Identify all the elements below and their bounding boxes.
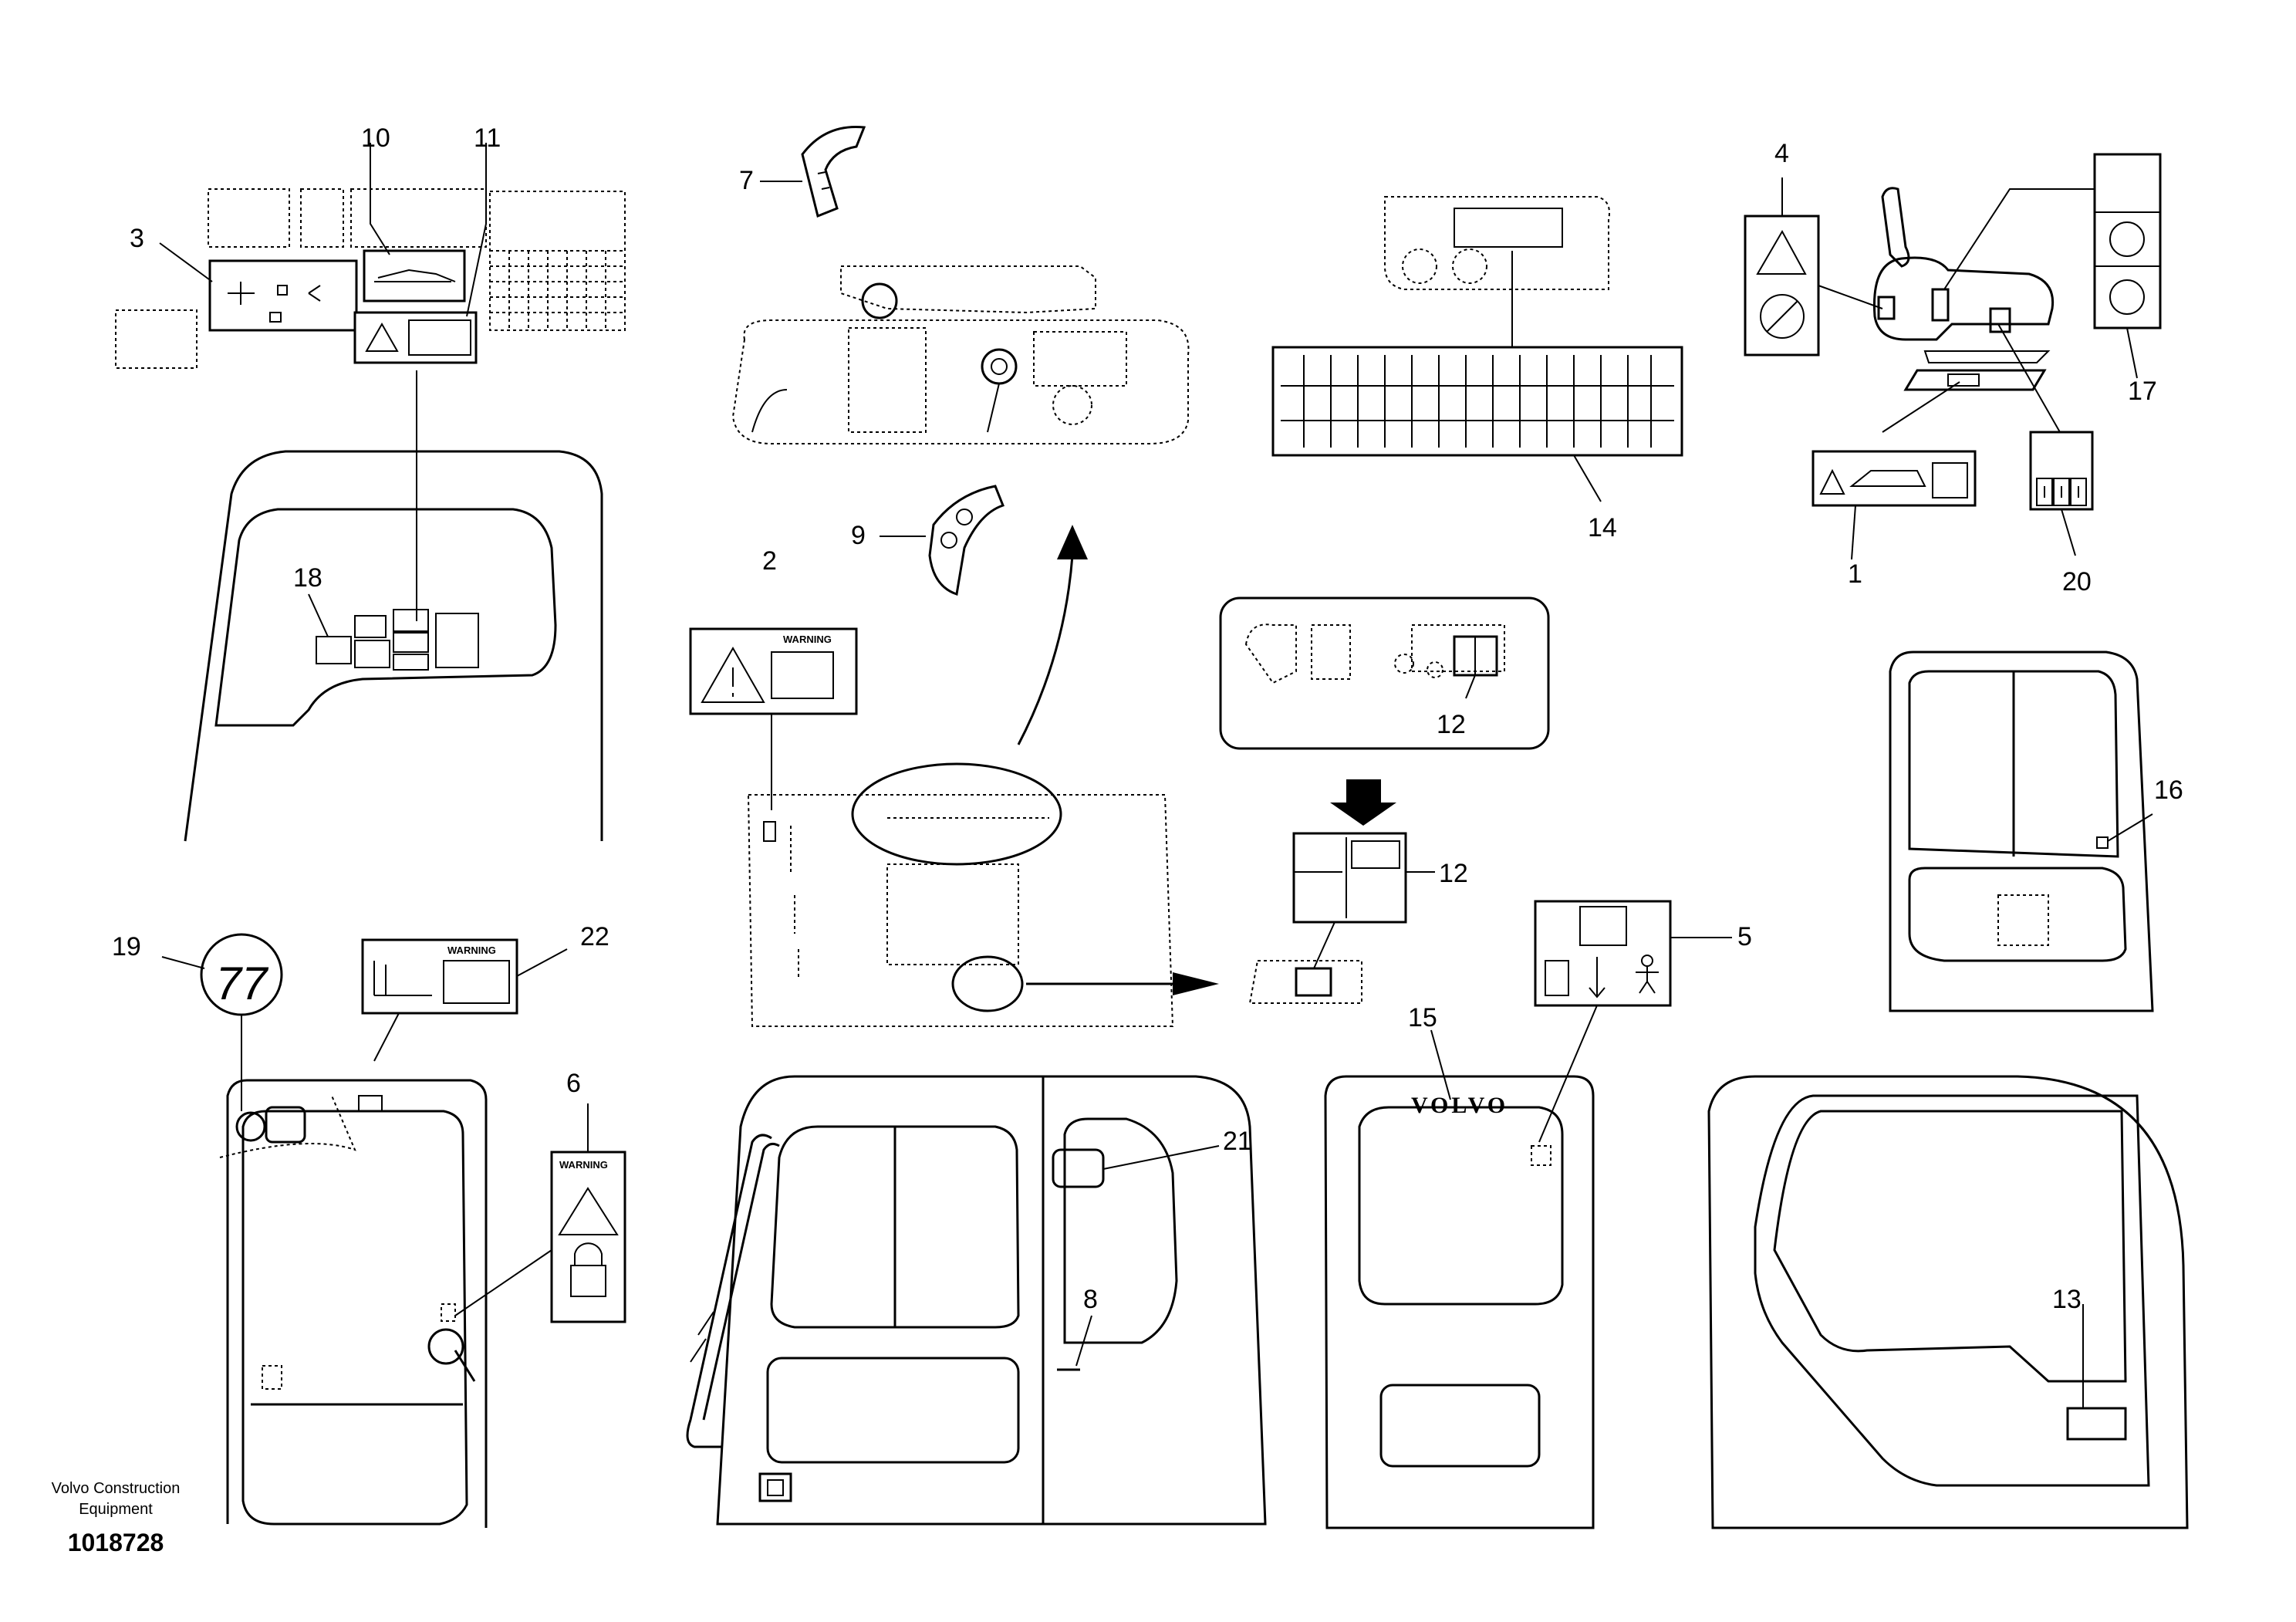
joystick-group [1744, 153, 2162, 560]
footer: Volvo Construction Equipment 1018728 [52, 1480, 181, 1556]
decal-10 [363, 249, 466, 302]
warning-text: WARNING [559, 1159, 608, 1171]
decal-7 [801, 125, 866, 218]
rear-window-group [115, 143, 626, 842]
callout-14: 14 [1588, 513, 1617, 542]
decal-18-cluster [316, 609, 479, 671]
callout-7: 7 [739, 166, 754, 195]
callout-22: 22 [580, 922, 609, 951]
callout-20: 20 [2062, 567, 2092, 596]
company-line-2: Equipment [79, 1501, 153, 1518]
drawing-number: 1018728 [68, 1529, 164, 1556]
callout-21: 21 [1223, 1127, 1252, 1156]
callout-19: 19 [112, 932, 141, 961]
callout-11: 11 [474, 123, 501, 153]
decal-6: WARNING [550, 1151, 626, 1323]
decal-3 [208, 259, 358, 332]
callout-2: 2 [762, 546, 777, 576]
far-right-door [1707, 1075, 2189, 1529]
decal-12 [1292, 832, 1407, 924]
company-line-1: Volvo Construction [52, 1480, 181, 1497]
callout-12-top: 12 [1437, 710, 1466, 739]
volvo-logo: VOLVO [1411, 1093, 1508, 1118]
callout-17: 17 [2128, 377, 2157, 406]
left-door [219, 1079, 488, 1528]
callout-1: 1 [1848, 559, 1862, 589]
right-door [1889, 650, 2154, 1012]
decal-19: 77 [200, 933, 283, 1016]
warning-text: WARNING [447, 944, 496, 956]
decal-14 [1271, 346, 1683, 457]
decal-2: WARNING [689, 627, 858, 715]
callout-3: 3 [130, 224, 144, 253]
console-group: WARNING [689, 125, 1219, 1027]
decal-1 [1811, 450, 1977, 507]
callout-10: 10 [361, 123, 390, 153]
callout-6: 6 [566, 1069, 581, 1098]
callout-8: 8 [1083, 1285, 1098, 1314]
decal-22: WARNING [361, 938, 518, 1015]
left-door-group: 77 WARNING W [161, 933, 626, 1528]
decal-17 [2093, 153, 2162, 329]
decal-11 [353, 311, 478, 364]
callout-9: 9 [851, 521, 866, 550]
rear-window-frame [184, 450, 603, 842]
callout-4: 4 [1774, 139, 1789, 168]
decal-5 [1534, 900, 1672, 1007]
decal-12-group [1219, 596, 1550, 1004]
callout-15: 15 [1408, 1003, 1437, 1032]
instrument-panel-group [1271, 196, 1683, 502]
decal-4 [1744, 215, 1820, 357]
joystick [1872, 187, 2055, 391]
callout-13: 13 [2052, 1285, 2082, 1314]
callout-16: 16 [2154, 776, 2183, 805]
decal-20 [2029, 431, 2094, 511]
speed-sign-text: 77 [216, 958, 269, 1009]
cab-side [686, 1075, 1267, 1526]
warning-text: WARNING [783, 634, 832, 645]
callout-18: 18 [293, 563, 322, 593]
callout-5: 5 [1737, 922, 1752, 951]
decal-9 [928, 485, 1004, 596]
rear-panel: VOLVO [1324, 1029, 1595, 1529]
callout-12-bottom: 12 [1439, 859, 1468, 888]
decal-grid-pattern [489, 191, 626, 331]
callouts: 10 11 3 18 7 9 2 14 4 17 1 20 12 12 16 5… [112, 123, 2183, 1314]
